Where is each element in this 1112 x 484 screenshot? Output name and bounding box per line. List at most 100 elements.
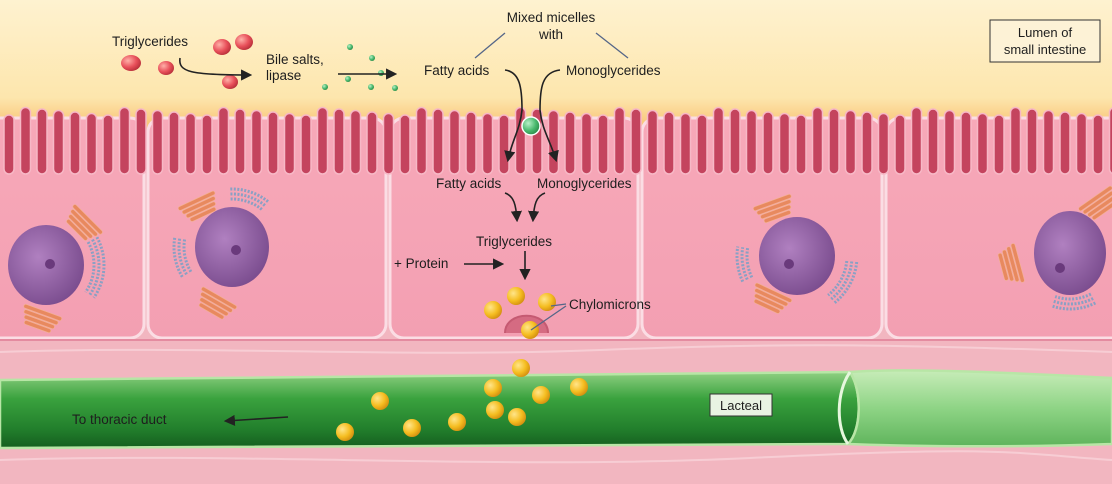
microvillus: [844, 109, 857, 175]
lumen-label-line1: Lumen of: [1018, 25, 1073, 40]
microvillus: [910, 106, 923, 175]
microvillus: [168, 111, 180, 175]
fatty-acids-cell-label: Fatty acids: [436, 176, 502, 191]
microvillus: [795, 114, 807, 175]
lumen-background: [0, 0, 1112, 130]
triglycerides-cell-label: Triglycerides: [476, 234, 552, 249]
microvillus: [432, 108, 444, 175]
microvillus: [85, 112, 98, 175]
bile-salts-label-line1: Bile salts,: [266, 52, 324, 67]
microvillus: [811, 106, 824, 175]
microvillus: [1026, 108, 1038, 175]
microvillus: [993, 114, 1005, 175]
golgi-apparatus: [753, 282, 792, 314]
microvillus: [828, 108, 840, 175]
microvillus: [448, 109, 461, 175]
microvillus: [52, 109, 65, 175]
mixed-micelles-label-line1: Mixed micelles: [507, 10, 596, 25]
microvillus: [217, 106, 230, 175]
microvillus: [943, 109, 956, 175]
golgi-apparatus: [1078, 185, 1112, 220]
microvillus: [69, 111, 81, 175]
endoplasmic-reticulum: [1051, 292, 1097, 311]
endoplasmic-reticulum: [735, 246, 754, 283]
golgi-apparatus: [23, 304, 62, 333]
microvillus: [135, 108, 147, 175]
microvillus: [597, 114, 609, 175]
tissue-strand: [0, 344, 1112, 354]
endoplasmic-reticulum: [827, 260, 859, 305]
endoplasmic-reticulum: [172, 237, 193, 278]
microvillus: [366, 111, 378, 175]
microvillus: [646, 109, 659, 175]
microvillus: [613, 106, 626, 175]
microvillus: [382, 112, 395, 175]
microvillus: [729, 108, 741, 175]
microvillus: [283, 112, 296, 175]
microvillus: [19, 106, 32, 175]
microvillus: [1108, 107, 1112, 175]
microvillus: [1092, 114, 1104, 175]
microvillus: [415, 106, 428, 175]
tissue-strand: [0, 450, 1112, 464]
golgi-apparatus: [178, 190, 217, 222]
leader-lines: [474, 32, 629, 331]
microvillus: [580, 112, 593, 175]
nucleus: [1034, 211, 1106, 295]
microvillus: [927, 108, 939, 175]
microvillus: [201, 114, 213, 175]
golgi-apparatus: [66, 204, 103, 241]
organelles: [23, 185, 1112, 333]
microvillus: [250, 109, 263, 175]
microvillus: [1059, 111, 1071, 175]
lumen-label-line2: small intestine: [1004, 42, 1086, 57]
chylomicrons-label: Chylomicrons: [569, 297, 651, 312]
microvillus: [877, 112, 890, 175]
lumen-label-box: Lumen of small intestine: [989, 19, 1101, 63]
thoracic-duct-label: To thoracic duct: [72, 412, 167, 427]
mixed-micelles-label-line2: with: [538, 27, 563, 42]
nucleus: [759, 217, 835, 295]
microvillus: [1042, 109, 1055, 175]
microvillus: [151, 109, 164, 175]
golgi-apparatus: [753, 194, 792, 223]
microvillus: [267, 111, 279, 175]
microvillus: [894, 114, 906, 175]
chylomicrons-in-lacteal: [336, 359, 588, 441]
microvillus: [564, 111, 576, 175]
microvillus: [465, 111, 477, 175]
triglyceride-droplets: [121, 34, 253, 89]
bile-salt-dots: [322, 44, 398, 91]
microvillus: [778, 112, 791, 175]
microvillus: [349, 109, 362, 175]
microvillus: [976, 112, 989, 175]
monoglycerides-cell-label: Monoglycerides: [537, 176, 632, 191]
microvillus: [861, 111, 873, 175]
protein-label: + Protein: [394, 256, 448, 271]
endoplasmic-reticulum: [84, 236, 106, 299]
microvillus: [300, 114, 312, 175]
bile-salts-label-line2: lipase: [266, 68, 301, 83]
microvillus: [234, 108, 246, 175]
microvillus: [102, 114, 114, 175]
microvillus: [399, 114, 411, 175]
microvillus: [333, 108, 345, 175]
fatty-acids-lumen-label: Fatty acids: [424, 63, 490, 78]
microvillus: [960, 111, 972, 175]
microvillus: [3, 114, 15, 175]
microvillus: [184, 112, 197, 175]
microvillus: [712, 106, 725, 175]
microvillus: [1075, 112, 1088, 175]
microvillus: [316, 106, 329, 175]
nucleus: [195, 207, 269, 287]
microvillus: [498, 114, 510, 175]
triglycerides-lumen-label: Triglycerides: [112, 34, 188, 49]
process-arrows: [179, 57, 561, 427]
lacteal-vessel: [0, 369, 1112, 450]
golgi-apparatus: [198, 286, 237, 320]
microvillus: [762, 111, 774, 175]
monoglycerides-lumen-label: Monoglycerides: [566, 63, 661, 78]
microvillus: [481, 112, 494, 175]
golgi-apparatus: [997, 243, 1025, 283]
